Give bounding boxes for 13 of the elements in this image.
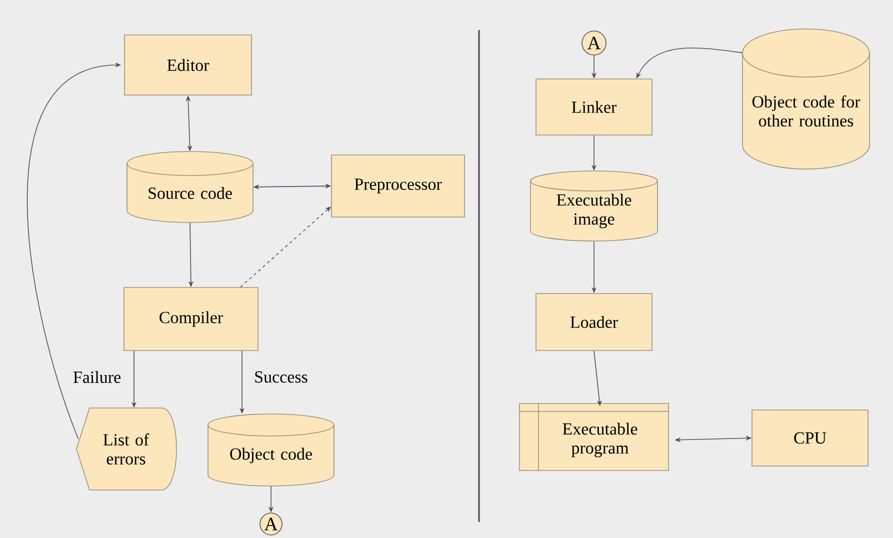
storage-cylinder: Object code bbox=[208, 414, 334, 486]
storage-cylinder: Object code for other routines bbox=[742, 28, 870, 170]
process-box: CPU bbox=[752, 410, 868, 466]
storage-cylinder: Source code bbox=[126, 151, 254, 223]
process-box: Compiler bbox=[124, 287, 258, 351]
process-box: Editor bbox=[124, 34, 252, 96]
storage-cylinder: Executable image bbox=[530, 170, 658, 242]
predefined-process-box: Executable program bbox=[519, 403, 669, 471]
process-box: Linker bbox=[536, 78, 652, 136]
edge-label: Failure bbox=[72, 370, 122, 384]
process-box: Preprocessor bbox=[331, 154, 465, 218]
process-box: Loader bbox=[536, 293, 652, 351]
edge-label: Success bbox=[253, 370, 309, 384]
